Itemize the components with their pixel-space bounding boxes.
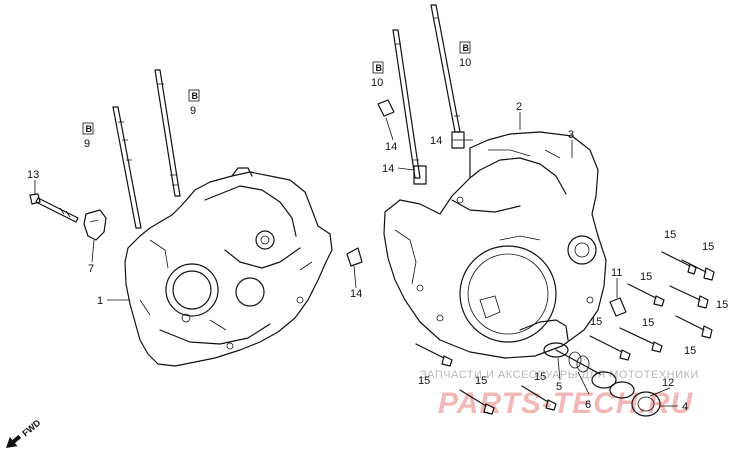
right-studs bbox=[392, 4, 461, 179]
label-part-9a: 9 bbox=[84, 138, 90, 150]
label-part-13: 13 bbox=[27, 169, 39, 181]
label-part-15c: 15 bbox=[640, 271, 652, 283]
leader-lines bbox=[34, 112, 678, 407]
b-boxes: B B B B bbox=[82, 41, 471, 135]
label-part-3: 3 bbox=[568, 129, 574, 141]
bolt-13-clamp-7 bbox=[29, 193, 107, 241]
flange-bolts bbox=[415, 251, 715, 415]
label-part-2: 2 bbox=[516, 101, 522, 113]
fwd-label: FWD bbox=[20, 417, 43, 438]
right-crankcase bbox=[383, 131, 607, 359]
box-mark: B bbox=[86, 124, 93, 134]
label-part-15h: 15 bbox=[418, 375, 430, 387]
label-part-15e: 15 bbox=[590, 316, 602, 328]
label-part-15i: 15 bbox=[475, 375, 487, 387]
label-part-15g: 15 bbox=[684, 345, 696, 357]
label-part-15f: 15 bbox=[642, 317, 654, 329]
left-studs bbox=[112, 69, 181, 229]
label-part-5: 5 bbox=[556, 381, 562, 393]
label-part-10a: 10 bbox=[371, 77, 383, 89]
label-part-15a: 15 bbox=[664, 229, 676, 241]
label-part-7: 7 bbox=[88, 263, 94, 275]
label-part-15d: 15 bbox=[716, 299, 728, 311]
label-part-11: 11 bbox=[611, 267, 622, 279]
watermark-logo: PARTS-TECH.RU bbox=[438, 387, 694, 420]
label-part-10b: 10 bbox=[459, 57, 471, 69]
oil-strainer-assembly bbox=[543, 297, 661, 417]
label-part-14b: 14 bbox=[430, 135, 442, 147]
label-part-12: 12 bbox=[662, 377, 674, 389]
fwd-arrow: FWD bbox=[6, 417, 43, 448]
label-part-14d: 14 bbox=[350, 288, 362, 300]
box-mark: B bbox=[192, 91, 199, 101]
label-part-15b: 15 bbox=[702, 241, 714, 253]
left-crankcase bbox=[124, 167, 333, 367]
label-part-1: 1 bbox=[97, 295, 103, 307]
label-part-9b: 9 bbox=[190, 105, 196, 117]
label-part-4: 4 bbox=[682, 401, 688, 413]
label-part-15j: 15 bbox=[534, 371, 546, 383]
label-part-6: 6 bbox=[585, 399, 591, 411]
part-number-labels: 1 2 3 4 5 6 7 9 9 10 10 11 12 13 14 14 1… bbox=[27, 57, 728, 413]
box-mark: B bbox=[376, 63, 383, 73]
label-part-14a: 14 bbox=[385, 141, 397, 153]
label-part-14c: 14 bbox=[382, 163, 394, 175]
dowel-pins bbox=[346, 99, 465, 267]
box-mark: B bbox=[463, 43, 470, 53]
